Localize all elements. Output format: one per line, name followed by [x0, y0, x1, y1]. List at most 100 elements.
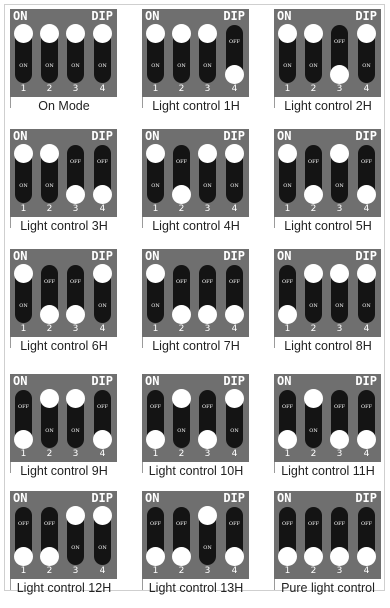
- switch-state-label: OFF: [69, 159, 82, 165]
- dip-switch-4[interactable]: ON: [93, 506, 112, 565]
- switch-number: 1: [152, 566, 159, 576]
- dip-switch-1[interactable]: OFF: [278, 507, 297, 566]
- dip-switch-3[interactable]: ON: [330, 264, 349, 323]
- dip-switch-3[interactable]: OFF: [198, 265, 217, 324]
- switch-state-label: OFF: [201, 279, 214, 285]
- on-label: ON: [13, 9, 28, 23]
- dip-switch-3[interactable]: ON: [198, 144, 217, 203]
- dip-switch-1[interactable]: OFF: [278, 390, 297, 449]
- dip-switch-2[interactable]: ON: [40, 144, 59, 203]
- dip-switch-4[interactable]: ON: [357, 264, 376, 323]
- dip-label: DIP: [355, 491, 377, 505]
- dip-switch-4[interactable]: ON: [225, 144, 244, 203]
- dip-switch-3[interactable]: ON: [198, 506, 217, 565]
- dip-switch-4[interactable]: ON: [357, 24, 376, 83]
- dip-switch-3[interactable]: ON: [66, 506, 85, 565]
- dip-switch-2[interactable]: ON: [172, 389, 191, 448]
- on-label: ON: [145, 9, 160, 23]
- switch-knob-on: [225, 144, 244, 163]
- switch-state-label: ON: [45, 428, 54, 434]
- dip-switch-4[interactable]: OFF: [93, 390, 112, 449]
- dip-switch-4[interactable]: ON: [225, 389, 244, 448]
- switch-number: 2: [46, 204, 53, 214]
- dip-switch-2[interactable]: OFF: [304, 507, 323, 566]
- caption-divider: [142, 97, 143, 108]
- dip-switch-2[interactable]: ON: [304, 389, 323, 448]
- dip-switch-1[interactable]: ON: [14, 24, 33, 83]
- dip-switch-3[interactable]: OFF: [330, 25, 349, 84]
- dip-switch-1[interactable]: OFF: [14, 507, 33, 566]
- switch-state-label: ON: [71, 545, 80, 551]
- dip-switch-3[interactable]: ON: [66, 389, 85, 448]
- dip-switch-4[interactable]: OFF: [225, 265, 244, 324]
- dip-switch-1[interactable]: ON: [146, 24, 165, 83]
- switch-knob-off: [357, 185, 376, 204]
- dip-switch-1[interactable]: ON: [146, 144, 165, 203]
- dip-switch-4[interactable]: OFF: [225, 507, 244, 566]
- switch-number: 3: [336, 449, 343, 459]
- dip-switch-4[interactable]: OFF: [225, 25, 244, 84]
- dip-switch-1[interactable]: ON: [278, 144, 297, 203]
- dip-switch-2[interactable]: OFF: [172, 265, 191, 324]
- dip-switch-3[interactable]: OFF: [66, 265, 85, 324]
- dip-switch-2[interactable]: ON: [304, 264, 323, 323]
- switch-number: 3: [72, 204, 79, 214]
- switch-state-label: ON: [362, 63, 371, 69]
- switch-state-label: ON: [283, 183, 292, 189]
- switch-number: 3: [72, 566, 79, 576]
- switch-number: 1: [284, 84, 291, 94]
- dip-switch-3[interactable]: OFF: [198, 390, 217, 449]
- dip-switch-2[interactable]: OFF: [172, 145, 191, 204]
- dip-switch-4[interactable]: OFF: [357, 507, 376, 566]
- dip-switch-4[interactable]: ON: [93, 264, 112, 323]
- on-label: ON: [277, 491, 292, 505]
- switch-number: 4: [363, 449, 370, 459]
- dip-switch-2[interactable]: OFF: [40, 507, 59, 566]
- dip-switch-4[interactable]: OFF: [93, 145, 112, 204]
- dip-switch-2[interactable]: OFF: [40, 265, 59, 324]
- dip-switch-3[interactable]: OFF: [66, 145, 85, 204]
- switch-number: 3: [204, 84, 211, 94]
- switch-number: 1: [152, 449, 159, 459]
- switch-number: 4: [99, 449, 106, 459]
- dip-switch-3[interactable]: OFF: [330, 390, 349, 449]
- dip-switch-2[interactable]: OFF: [172, 507, 191, 566]
- dip-label: DIP: [223, 374, 245, 388]
- dip-switch-3[interactable]: ON: [330, 144, 349, 203]
- dip-switch-1[interactable]: ON: [278, 24, 297, 83]
- dip-switch-3[interactable]: OFF: [330, 507, 349, 566]
- dip-switch-1[interactable]: ON: [14, 144, 33, 203]
- switch-number: 3: [336, 566, 343, 576]
- switch-knob-on: [278, 144, 297, 163]
- dip-switch-1[interactable]: ON: [14, 264, 33, 323]
- dip-switch-1[interactable]: OFF: [146, 507, 165, 566]
- switch-knob-off: [330, 65, 349, 84]
- switch-state-label: ON: [335, 303, 344, 309]
- dip-switch-1[interactable]: OFF: [146, 390, 165, 449]
- dip-switch-3[interactable]: ON: [66, 24, 85, 83]
- dip-switch-2[interactable]: OFF: [304, 145, 323, 204]
- dip-label: DIP: [91, 9, 113, 23]
- dip-switch-2[interactable]: ON: [40, 24, 59, 83]
- dip-switch-2[interactable]: ON: [40, 389, 59, 448]
- dip-switch-2[interactable]: ON: [304, 24, 323, 83]
- switch-number: 1: [284, 204, 291, 214]
- switch-state-label: OFF: [96, 404, 109, 410]
- dip-switch-1[interactable]: OFF: [278, 265, 297, 324]
- dip-switch-2[interactable]: ON: [172, 24, 191, 83]
- dip-switch-3[interactable]: ON: [198, 24, 217, 83]
- dip-switch-4[interactable]: OFF: [357, 145, 376, 204]
- mode-caption: Light control 4H: [152, 219, 240, 233]
- switch-number: 4: [231, 84, 238, 94]
- dip-switch-4[interactable]: ON: [93, 24, 112, 83]
- dip-switch-4[interactable]: OFF: [357, 390, 376, 449]
- switch-state-label: ON: [203, 183, 212, 189]
- dip-switch-1[interactable]: OFF: [14, 390, 33, 449]
- dip-switch-1[interactable]: ON: [146, 264, 165, 323]
- switch-knob-on: [93, 264, 112, 283]
- switch-knob-on: [14, 264, 33, 283]
